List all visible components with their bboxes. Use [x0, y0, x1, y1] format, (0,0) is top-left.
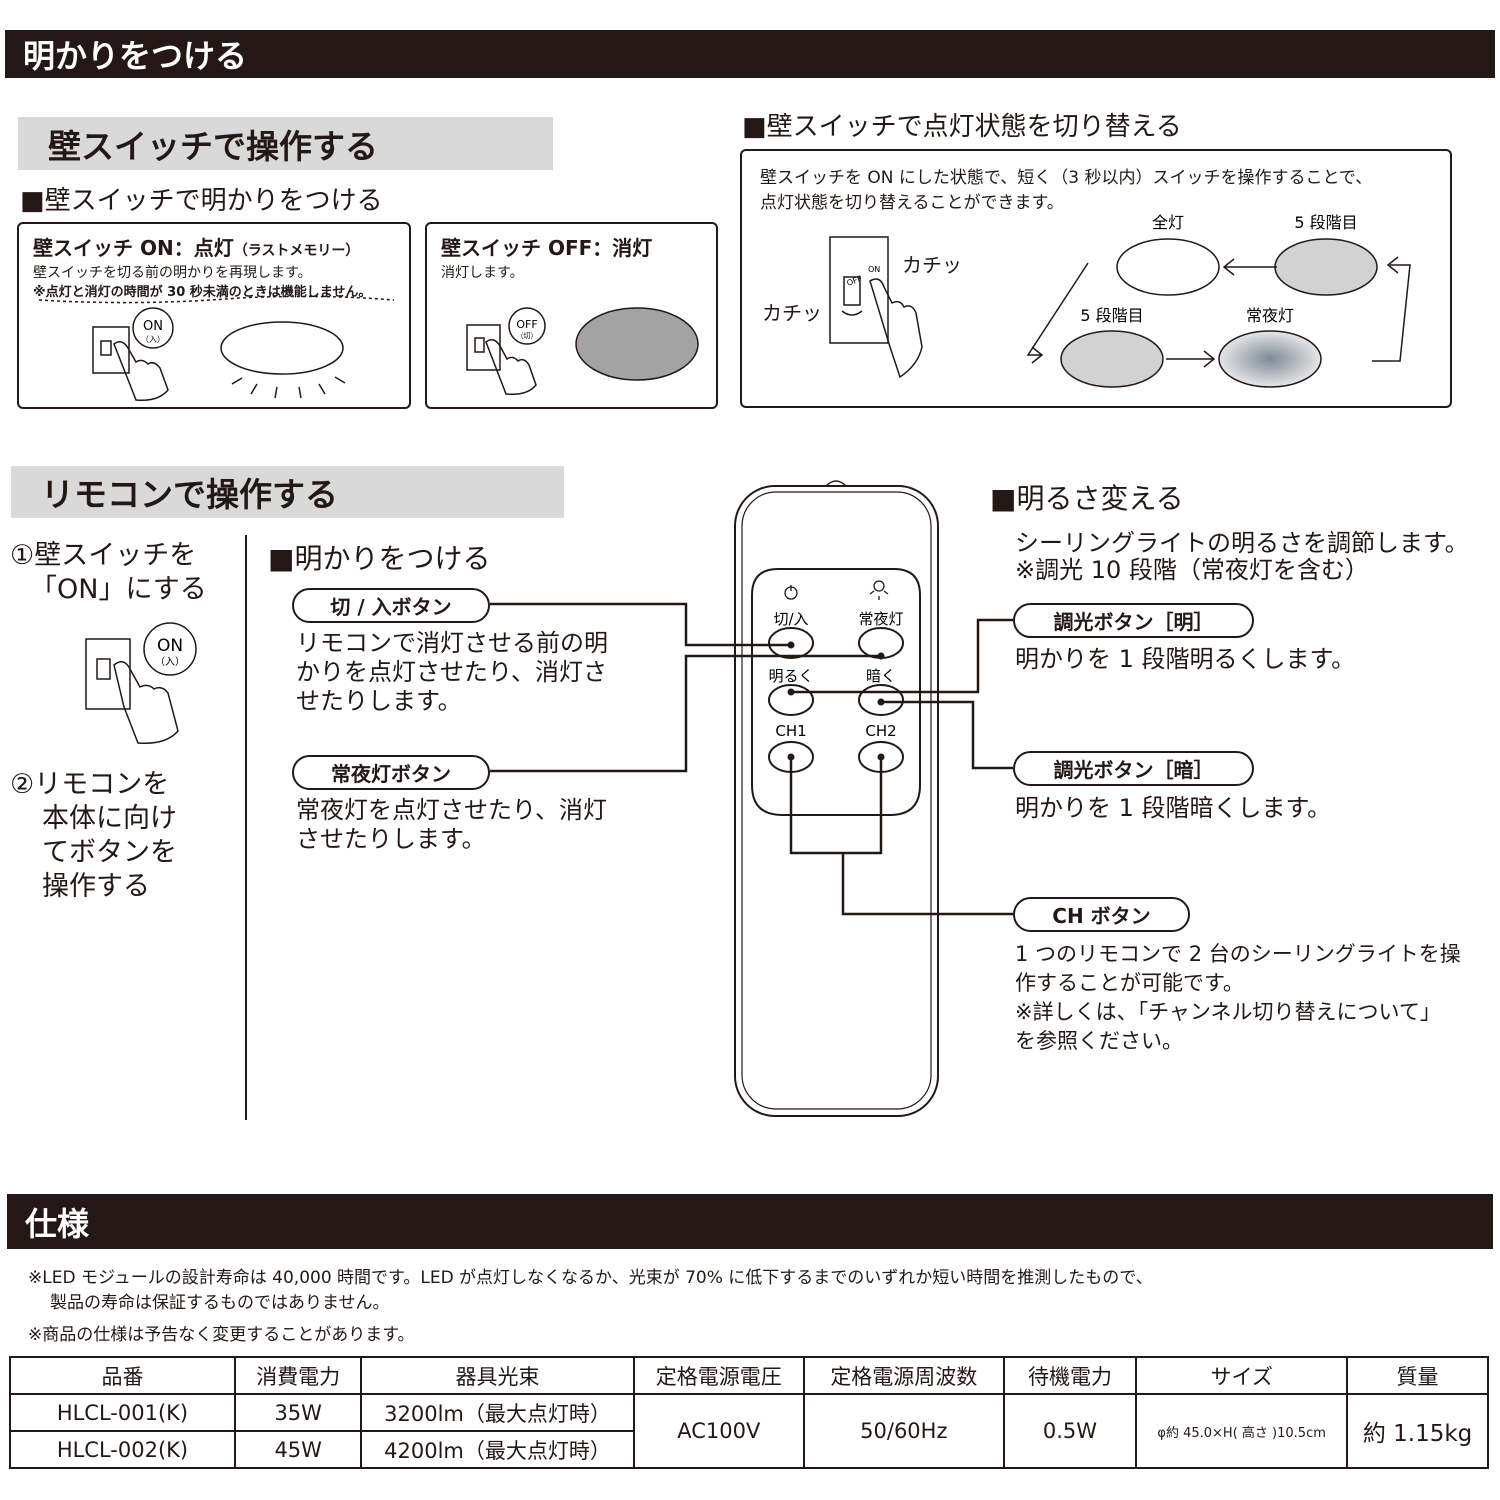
- power-button-label: 切 / 入ボタン: [292, 588, 490, 623]
- click-label-1: カチッ: [902, 253, 962, 277]
- step1-line2: 「ON」にする: [30, 574, 207, 605]
- key-bright: 明るく: [768, 667, 813, 685]
- off-badge: OFF: [516, 318, 537, 331]
- wall-on-title-small: （ラストメモリー）: [233, 243, 360, 259]
- off-badge-small: （切）: [517, 332, 538, 340]
- wall-off-desc: 消灯します。: [441, 265, 524, 281]
- down-button-label: 調光ボタン［暗］: [1013, 751, 1254, 786]
- wall-on-desc: 壁スイッチを切る前の明かりを再現します。: [33, 265, 312, 281]
- down-button-desc: 明かりを 1 段階暗くします。: [1015, 794, 1332, 822]
- spec-note-1a: ※LED モジュールの設計寿命は 40,000 時間です。LED が点灯しなくな…: [28, 1268, 1153, 1288]
- cell-standby: 0.5W: [1002, 1393, 1138, 1469]
- light-sub-heading: ■明かりをつける: [268, 542, 491, 575]
- key-ch1: CH1: [775, 722, 806, 740]
- toggle-illustration: OFF ON 全灯 5 段階目 5 段階目 常夜灯: [829, 213, 1411, 388]
- header-cell: サイズ: [1135, 1356, 1349, 1395]
- key-night: 常夜灯: [858, 610, 903, 628]
- section-bar-spec: 仕様: [7, 1194, 1493, 1249]
- cell-weight: 約 1.15kg: [1346, 1393, 1489, 1469]
- cell-model: HLCL-001(K): [9, 1393, 236, 1432]
- switch-on-label: ON: [868, 265, 880, 274]
- step1-illustration: ON （入）: [85, 622, 197, 744]
- bright-desc-2: ※調光 10 段階（常夜灯を含む）: [1015, 556, 1369, 584]
- night-button-desc: 常夜灯を点灯させたり、消灯 させたりします。: [296, 796, 608, 853]
- cell-power: 45W: [233, 1430, 363, 1469]
- cell-frequency: 50/60Hz: [802, 1393, 1005, 1469]
- cell-voltage: AC100V: [632, 1393, 805, 1469]
- toggle-desc-2: 点灯状態を切り替えることができます。: [760, 193, 1064, 213]
- wall-on-box: 壁スイッチ ON：点灯（ラストメモリー） 壁スイッチを切る前の明かりを再現します…: [17, 222, 411, 409]
- bright-desc-1: シーリングライトの明るさを調節します。: [1015, 529, 1469, 557]
- power-button-desc: リモコンで消灯させる前の明 かりを点灯させたり、消灯さ せたりします。: [296, 629, 608, 715]
- wall-on-illustration: ON （入）: [38, 295, 395, 402]
- table-header-row: 品番 消費電力 器具光束 定格電源電圧 定格電源周波数 待機電力 サイズ 質量: [9, 1356, 1489, 1395]
- cell-flux: 3200lm（最大点灯時）: [360, 1393, 635, 1432]
- spec-note-2: ※商品の仕様は予告なく変更することがあります。: [28, 1325, 415, 1345]
- table-row: HLCL-001(K) 35W 3200lm（最大点灯時） AC100V 50/…: [9, 1393, 1489, 1469]
- click-label-2: カチッ: [762, 301, 822, 325]
- cell-power: 35W: [233, 1393, 363, 1432]
- cell-flux: 4200lm（最大点灯時）: [360, 1430, 635, 1469]
- header-cell: 定格電源電圧: [632, 1356, 805, 1395]
- wall-on-title: 壁スイッチ ON：点灯: [33, 236, 234, 260]
- cycle-full: 全灯: [1152, 213, 1184, 232]
- cell-size: φ約 45.0×H( 高さ )10.5cm: [1135, 1393, 1349, 1469]
- night-button-label: 常夜灯ボタン: [292, 755, 490, 790]
- up-button-desc: 明かりを 1 段階明るくします。: [1015, 645, 1356, 673]
- section-title: 明かりをつける: [23, 37, 248, 75]
- wall-off-illustration: OFF （切）: [466, 307, 699, 396]
- toggle-heading: ■壁スイッチで点灯状態を切り替える: [742, 112, 1182, 142]
- on-badge: ON: [143, 319, 163, 334]
- spec-title: 仕様: [25, 1204, 90, 1243]
- header-cell: 質量: [1346, 1356, 1489, 1395]
- wall-off-box: 壁スイッチ OFF：消灯 消灯します。 OFF （切）: [425, 222, 718, 409]
- key-ch2: CH2: [865, 722, 896, 740]
- step1-badge: ON: [157, 636, 183, 656]
- wall-sub-heading: ■壁スイッチで明かりをつける: [20, 186, 383, 216]
- remote-heading: リモコンで操作する: [11, 466, 564, 518]
- header-cell: 消費電力: [233, 1356, 363, 1395]
- up-button-label: 調光ボタン［明］: [1013, 603, 1254, 638]
- toggle-desc-1: 壁スイッチを ON にした状態で、短く（3 秒以内）スイッチを操作することで、: [760, 168, 1373, 188]
- cell-model: HLCL-002(K): [9, 1430, 236, 1469]
- toggle-box: 壁スイッチを ON にした状態で、短く（3 秒以内）スイッチを操作することで、 …: [740, 149, 1452, 408]
- wall-off-title: 壁スイッチ OFF：消灯: [441, 236, 653, 260]
- spec-note-1b: 製品の寿命は保証するものではありません。: [50, 1293, 390, 1313]
- table-row: HLCL-002(K) 45W 4200lm（最大点灯時）: [9, 1430, 1488, 1469]
- cycle-step5-bottom: 5 段階目: [1080, 306, 1143, 325]
- bright-sub-heading: ■明るさ変える: [990, 482, 1184, 515]
- header-cell: 待機電力: [1002, 1356, 1138, 1395]
- key-power: 切/入: [773, 610, 808, 628]
- key-dark: 暗く: [866, 667, 896, 685]
- cycle-night: 常夜灯: [1246, 306, 1294, 325]
- ch-button-desc: 1 つのリモコンで 2 台のシーリングライトを操 作することが可能です。 ※詳し…: [1015, 942, 1461, 1053]
- step1-line1: ①壁スイッチを: [10, 540, 197, 571]
- header-cell: 品番: [9, 1356, 236, 1395]
- remote-illustration: 切/入 常夜灯 明るく 暗く CH1 CH2: [490, 480, 1013, 1117]
- wall-switch-heading: 壁スイッチで操作する: [18, 117, 553, 170]
- ch-button-label: CH ボタン: [1013, 897, 1190, 932]
- on-badge-small: （入）: [141, 335, 165, 344]
- step1-badge-small: （入）: [155, 656, 185, 668]
- spec-table: 品番 消費電力 器具光束 定格電源電圧 定格電源周波数 待機電力 サイズ 質量 …: [9, 1356, 1489, 1469]
- cycle-step5-top: 5 段階目: [1294, 213, 1357, 232]
- section-bar-light: 明かりをつける: [5, 30, 1495, 78]
- step2-text: ②リモコンを 本体に向け てボタンを 操作する: [10, 769, 177, 902]
- header-cell: 定格電源周波数: [802, 1356, 1005, 1395]
- remote-divider: [245, 535, 247, 1120]
- header-cell: 器具光束: [360, 1356, 635, 1395]
